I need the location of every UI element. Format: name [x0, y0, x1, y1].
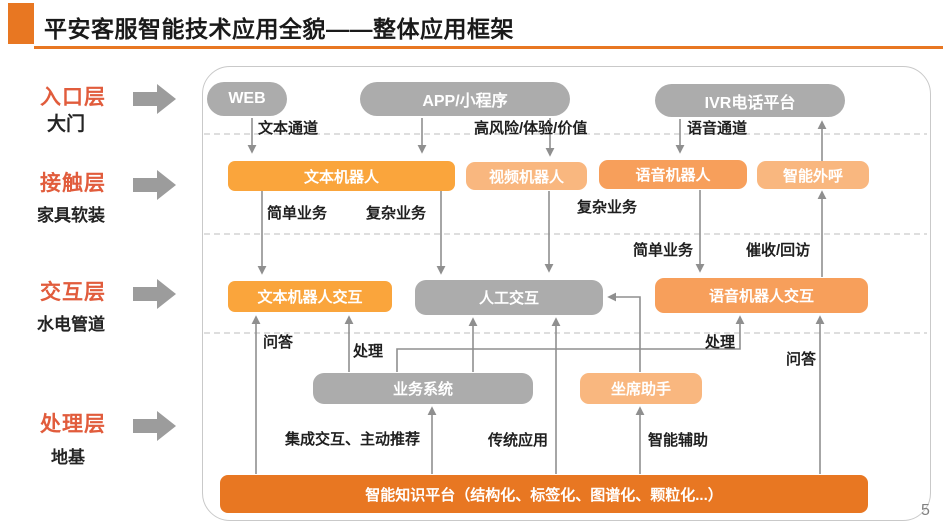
edge-label-qa-voice: 问答: [786, 351, 817, 368]
layer-label-contact: 接触层: [40, 172, 106, 195]
node-voice-bot: 语音机器人: [599, 160, 747, 189]
layer-sublabel-processing: 地基: [51, 448, 85, 467]
title-underline: [34, 46, 943, 49]
layer-sublabel-contact: 家具软装: [37, 206, 105, 225]
node-agent-assistant: 坐席助手: [580, 373, 702, 404]
edge-label-complex-text: 复杂业务: [366, 205, 427, 222]
title-accent-bar: [8, 3, 34, 44]
edge-label-integrated-interaction: 集成交互、主动推荐: [285, 431, 421, 448]
edge-label-high-risk: 高风险/体验/价值: [474, 120, 588, 137]
right-arrow-icon: [133, 170, 177, 200]
node-ivr: IVR电话平台: [655, 84, 845, 117]
node-app: APP/小程序: [360, 82, 570, 116]
node-outbound-call: 智能外呼: [757, 161, 869, 189]
edge-label-process-text: 处理: [353, 343, 384, 360]
edge-label-process-voice: 处理: [705, 334, 736, 351]
layer-label-interaction: 交互层: [40, 281, 106, 304]
edge-label-voice-channel: 语音通道: [687, 120, 748, 137]
edge-label-traditional-app: 传统应用: [488, 432, 549, 449]
node-text-bot: 文本机器人: [228, 161, 455, 191]
node-video-bot: 视频机器人: [466, 162, 587, 190]
edge-label-qa-text: 问答: [263, 334, 294, 351]
right-arrow-icon: [133, 279, 177, 309]
node-voice-bot-interaction: 语音机器人交互: [655, 278, 868, 313]
layer-sublabel-entry: 大门: [47, 114, 86, 135]
page-number: 5: [921, 502, 930, 519]
node-business-system: 业务系统: [313, 373, 533, 404]
node-knowledge-platform: 智能知识平台（结构化、标签化、图谱化、颗粒化...）: [220, 475, 868, 513]
edge-label-intelligent-assist: 智能辅助: [648, 432, 709, 449]
right-arrow-icon: [133, 411, 177, 441]
edge-label-text-channel: 文本通道: [258, 120, 319, 137]
edge-label-complex-voice: 复杂业务: [577, 199, 638, 216]
layer-label-entry: 入口层: [40, 86, 106, 109]
node-web: WEB: [207, 82, 287, 116]
layer-sublabel-interaction: 水电管道: [37, 315, 105, 334]
edge-label-collection-callback: 催收/回访: [746, 242, 811, 259]
right-arrow-icon: [133, 84, 177, 114]
page-title: 平安客服智能技术应用全貌——整体应用框架: [44, 16, 514, 42]
node-text-bot-interaction: 文本机器人交互: [228, 281, 392, 312]
node-human-interaction: 人工交互: [415, 280, 603, 315]
edge-label-simple-text: 简单业务: [267, 205, 328, 222]
edge-label-simple-voice: 简单业务: [633, 242, 694, 259]
layer-label-processing: 处理层: [40, 413, 106, 436]
